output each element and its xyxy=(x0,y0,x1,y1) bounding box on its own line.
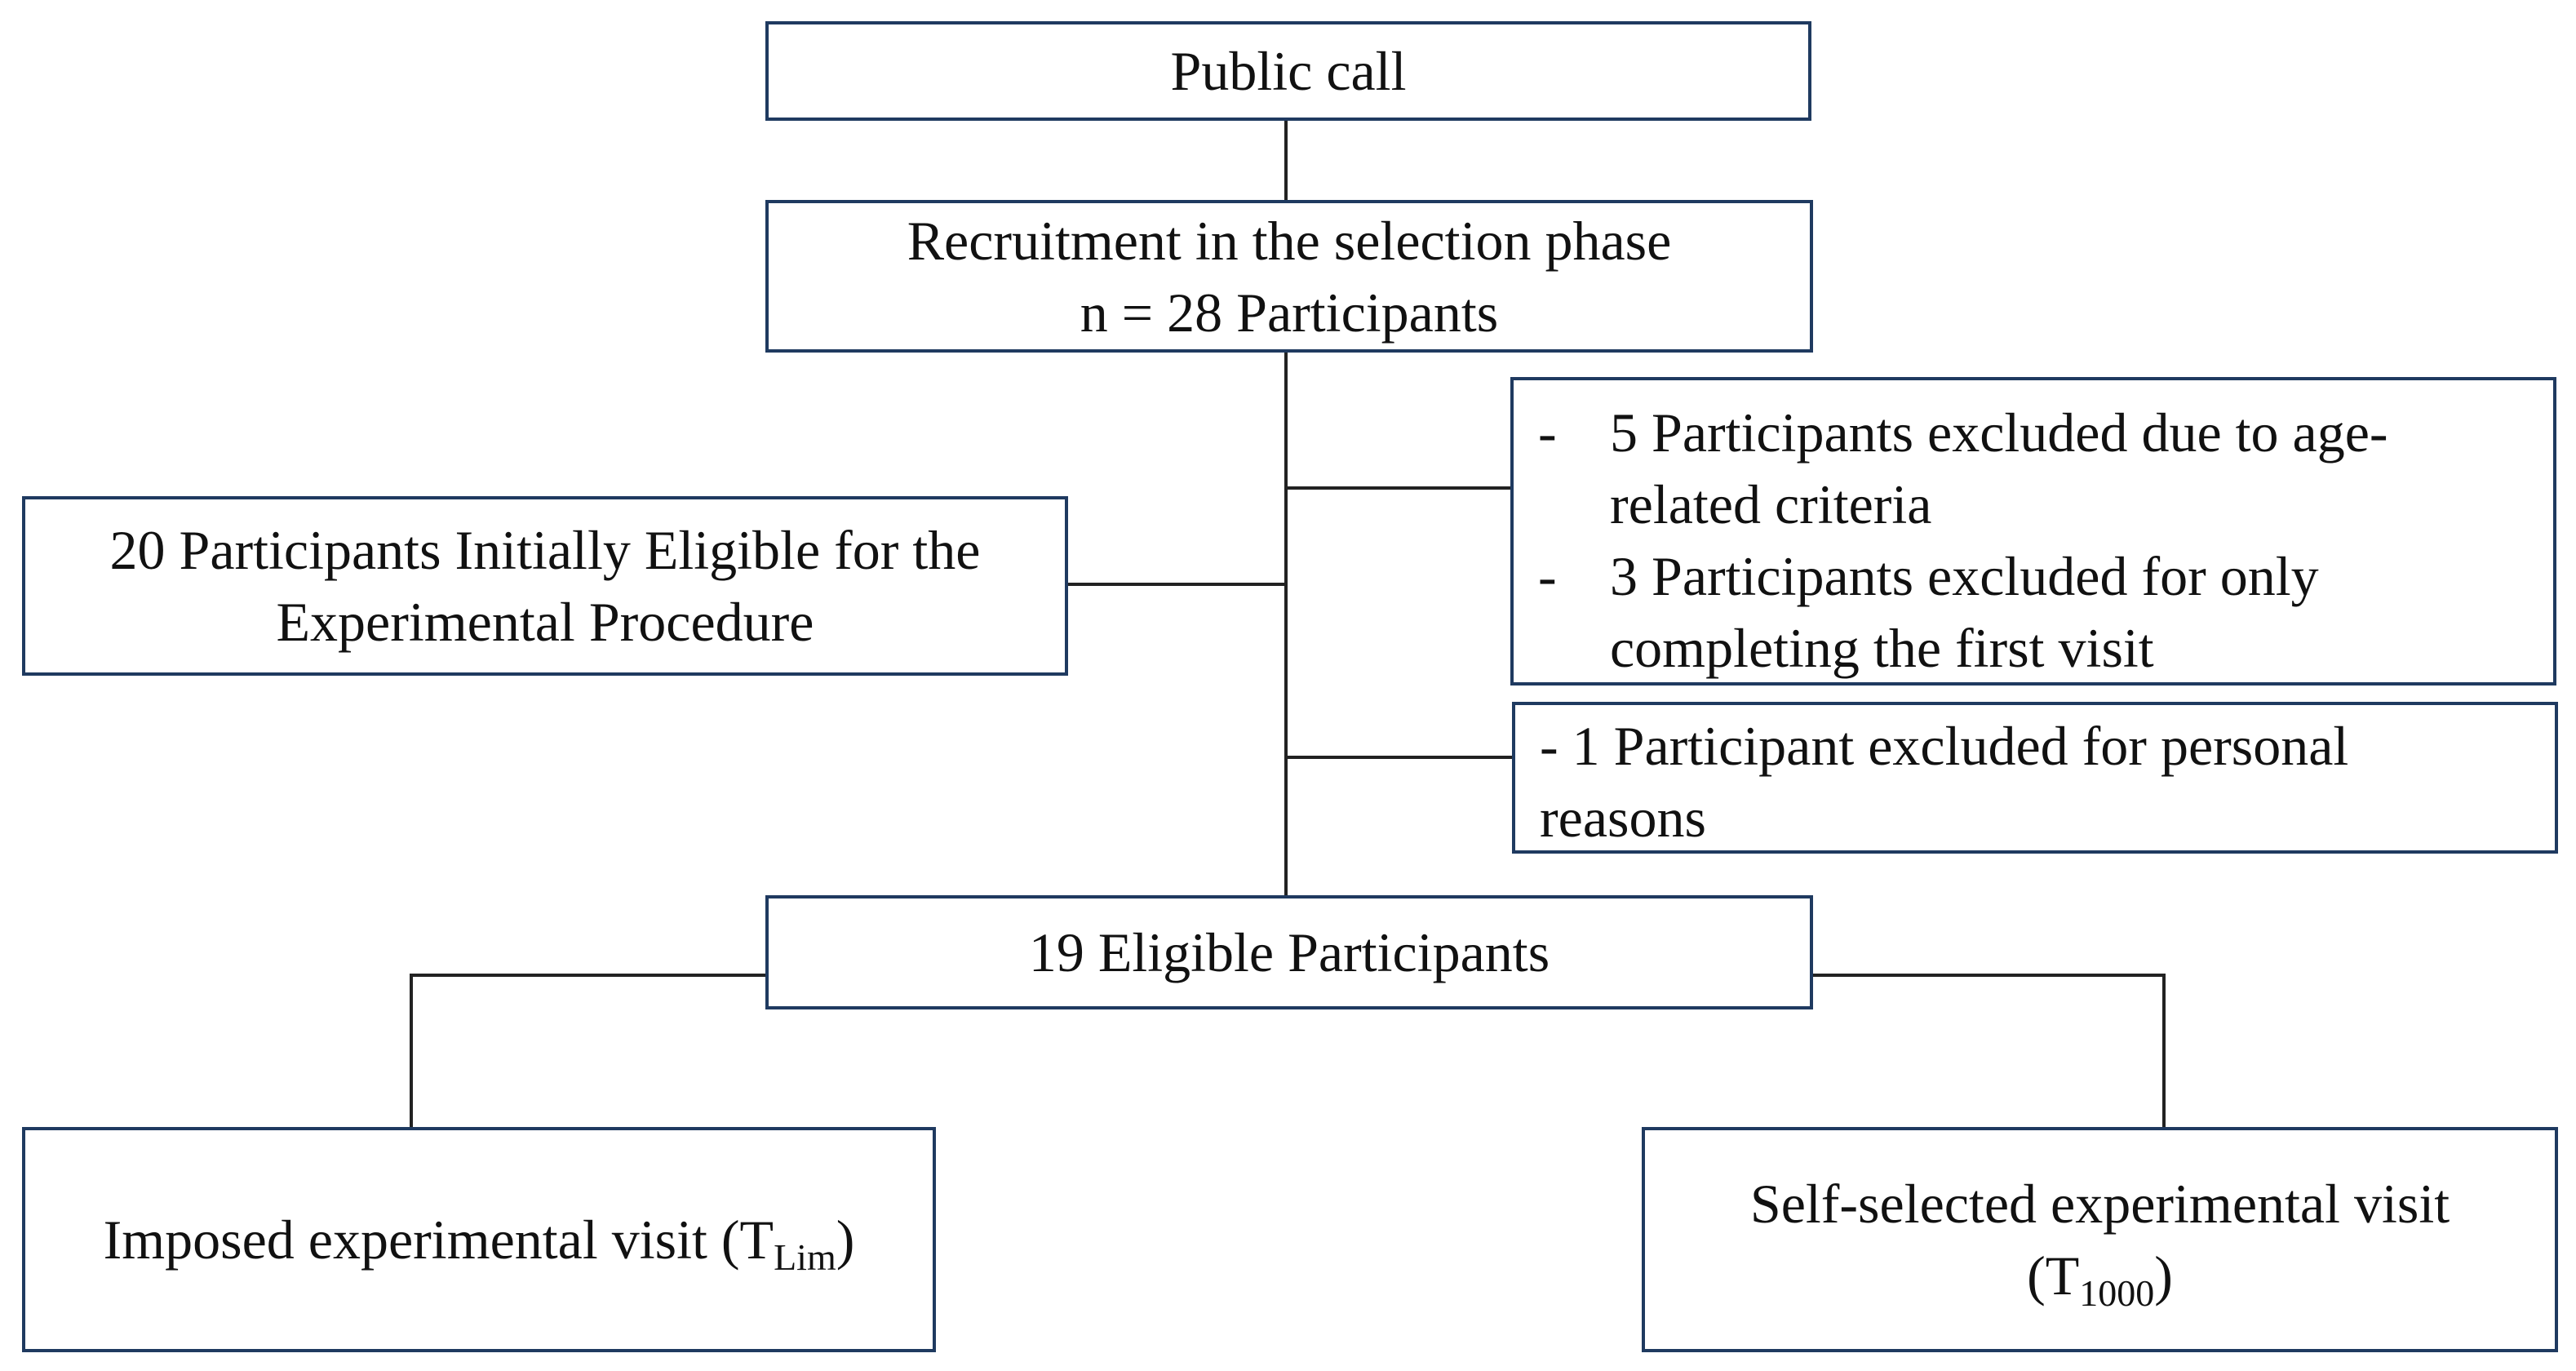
public-call-box: Public call xyxy=(765,21,1811,121)
connector-to-self-selected-visit xyxy=(1811,974,2166,1127)
imposed-visit-box: Imposed experimental visit (TLim) xyxy=(22,1127,936,1352)
eligible-participants-label: 19 Eligible Participants xyxy=(1028,921,1550,983)
eligible-participants-box: 19 Eligible Participants xyxy=(765,895,1813,1009)
self-selected-visit-box: Self-selected experimental visit (T1000) xyxy=(1642,1127,2558,1352)
exclusion-age-line-1: 5 Participants excluded due to age- xyxy=(1610,402,2388,464)
self-selected-visit-line-1: Self-selected experimental visit xyxy=(1749,1173,2450,1235)
exclusion-personal-line-2: reasons xyxy=(1540,787,1706,849)
connector-to-imposed-visit xyxy=(410,974,765,1127)
initially-eligible-line-1: 20 Participants Initially Eligible for t… xyxy=(109,519,981,581)
exclusion-item-age: - 5 Participants excluded due to age- re… xyxy=(1538,397,2553,540)
recruitment-box: Recruitment in the selection phase n = 2… xyxy=(765,200,1813,353)
exclusion-visit-line-1: 3 Participants excluded for only xyxy=(1610,545,2319,607)
bullet-dash: - xyxy=(1538,402,1557,464)
public-call-label: Public call xyxy=(1170,40,1407,102)
exclusion-visit-line-2: completing the first visit xyxy=(1610,617,2154,679)
initially-eligible-box: 20 Participants Initially Eligible for t… xyxy=(22,496,1068,676)
imposed-visit-subscript: Lim xyxy=(774,1236,836,1278)
recruitment-count: n = 28 Participants xyxy=(1080,281,1499,344)
imposed-visit-label: Imposed experimental visit (TLim) xyxy=(103,1209,855,1278)
exclusion-age-line-2: related criteria xyxy=(1610,473,1932,535)
bullet-dash: - xyxy=(1538,545,1557,607)
recruitment-title: Recruitment in the selection phase xyxy=(907,209,1672,272)
exclusion-personal-line-1: - 1 Participant excluded for personal xyxy=(1540,715,2349,777)
exclusions-box-1: - 5 Participants excluded due to age- re… xyxy=(1510,377,2556,686)
self-selected-visit-subscript: 1000 xyxy=(2079,1272,2155,1314)
self-selected-visit-line-2: (T1000) xyxy=(2027,1245,2173,1314)
exclusion-item-first-visit: - 3 Participants excluded for only compl… xyxy=(1538,540,2553,684)
initially-eligible-line-2: Experimental Procedure xyxy=(276,591,814,653)
exclusions-box-2: - 1 Participant excluded for personal re… xyxy=(1512,702,2558,854)
